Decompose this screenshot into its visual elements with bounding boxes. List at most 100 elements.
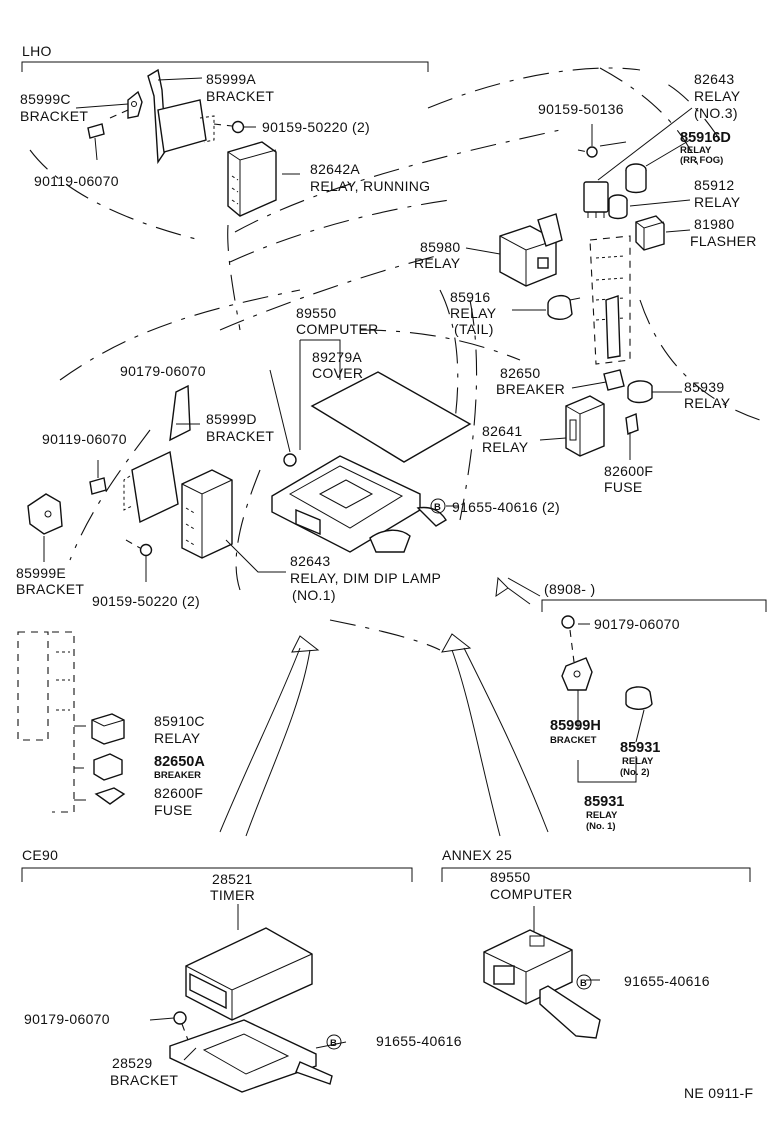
label-90179-bot: 90179-06070 bbox=[24, 1011, 110, 1027]
flow-arrows bbox=[219, 576, 549, 837]
bracket-85999e[interactable] bbox=[27, 493, 63, 535]
relay-85931-no2[interactable] bbox=[625, 686, 653, 710]
label-85999e-no: 85999E bbox=[16, 565, 66, 581]
label-28529-nm: BRACKET bbox=[110, 1072, 178, 1088]
label-85916-nm: RELAY bbox=[450, 305, 497, 321]
label-82643-no3-nm: RELAY bbox=[694, 88, 741, 104]
bolt-90159-mid[interactable] bbox=[125, 539, 153, 582]
label-90119-mid: 90119-06070 bbox=[42, 431, 127, 447]
relay-85910c[interactable] bbox=[91, 713, 125, 745]
label-89550-nm: COMPUTER bbox=[296, 321, 379, 337]
label-82600f-l-no: 82600F bbox=[154, 785, 203, 801]
flasher-81980[interactable] bbox=[635, 215, 665, 251]
label-85999e-nm: BRACKET bbox=[16, 581, 84, 597]
bracket-85999c[interactable] bbox=[109, 90, 143, 119]
label-85931-no1-no: 85931 bbox=[584, 794, 624, 810]
fuse-82600f-right[interactable] bbox=[625, 413, 639, 435]
label-85980-nm: RELAY bbox=[414, 255, 461, 271]
relay-82641[interactable] bbox=[565, 395, 605, 457]
relay-block-85980[interactable] bbox=[499, 213, 563, 287]
label-90159-mid: 90159-50220 (2) bbox=[92, 593, 200, 609]
label-89550b-no: 89550 bbox=[490, 869, 530, 885]
svg-text:B: B bbox=[580, 978, 587, 989]
instrument-panel-outline bbox=[29, 67, 761, 651]
label-82650a-no: 82650A bbox=[154, 754, 205, 770]
fuse-panel-right[interactable] bbox=[589, 235, 631, 365]
relay-85939[interactable] bbox=[627, 380, 653, 404]
svg-text:B: B bbox=[434, 502, 441, 513]
label-82650-no: 82650 bbox=[500, 365, 540, 381]
label-89550b-nm: COMPUTER bbox=[490, 886, 573, 902]
label-85999h-nm: BRACKET bbox=[550, 735, 597, 746]
label-89279a-nm: COVER bbox=[312, 365, 363, 381]
bracket-85999d[interactable] bbox=[123, 384, 191, 524]
label-89550-no: 89550 bbox=[296, 305, 336, 321]
relay-running-82642a[interactable] bbox=[227, 141, 277, 217]
label-85980-no: 85980 bbox=[420, 239, 460, 255]
annex-label: ANNEX 25 bbox=[442, 847, 512, 863]
label-82643-no3-sub: (NO.3) bbox=[694, 105, 738, 121]
label-82600f-nm: FUSE bbox=[604, 479, 643, 495]
relay-85912[interactable] bbox=[608, 194, 628, 220]
label-85939-no: 85939 bbox=[684, 379, 724, 395]
date-range-section: (8908- ) bbox=[541, 581, 767, 612]
label-28521-nm: TIMER bbox=[210, 887, 255, 903]
label-82642a-nm: RELAY, RUNNING bbox=[310, 178, 430, 194]
nut-90179-bot[interactable] bbox=[173, 1011, 189, 1041]
breaker-82650a[interactable] bbox=[93, 753, 123, 781]
diagram-code: NE 0911-F bbox=[684, 1085, 753, 1101]
ce90-section: CE90 bbox=[21, 847, 413, 882]
bolt-90119-mid[interactable] bbox=[89, 460, 107, 495]
leader-lines bbox=[43, 77, 693, 1061]
label-85931-no2-nm: RELAY bbox=[622, 756, 654, 767]
lho-label: LHO bbox=[22, 43, 52, 59]
fuse-82600f-left[interactable] bbox=[94, 787, 126, 805]
label-85912-no: 85912 bbox=[694, 177, 734, 193]
relay-85916d[interactable] bbox=[625, 163, 647, 194]
computer-89550[interactable] bbox=[271, 455, 447, 553]
bolt-90119-top[interactable] bbox=[87, 123, 105, 161]
relay-82643-no1[interactable] bbox=[181, 469, 233, 559]
label-85999a-no: 85999A bbox=[206, 71, 256, 87]
lho-section: LHO bbox=[21, 43, 429, 72]
label-81980-nm: FLASHER bbox=[690, 233, 757, 249]
bolt-90159-top[interactable] bbox=[213, 120, 256, 134]
label-91655-2: 91655-40616 (2) bbox=[452, 499, 560, 515]
bolt-mark-annex: B bbox=[576, 974, 592, 990]
nut-90179-right[interactable] bbox=[561, 615, 575, 663]
label-82600f-l-nm: FUSE bbox=[154, 802, 193, 818]
nut-90179-mid[interactable] bbox=[269, 369, 297, 467]
computer-89550-annex[interactable] bbox=[483, 929, 601, 1039]
label-85931-no2-no: 85931 bbox=[620, 740, 660, 756]
bracket-28529[interactable] bbox=[169, 1019, 333, 1093]
label-82643-no3-no: 82643 bbox=[694, 71, 734, 87]
label-89279a-no: 89279A bbox=[312, 349, 362, 365]
label-85999d-no: 85999D bbox=[206, 411, 257, 427]
screw-90159-50136[interactable] bbox=[577, 124, 598, 158]
label-85999c-no: 85999C bbox=[20, 91, 71, 107]
timer-28521[interactable] bbox=[185, 927, 313, 1021]
date-range-label: (8908- ) bbox=[544, 581, 595, 597]
left-fuse-panel[interactable] bbox=[17, 631, 75, 813]
cover-89279a[interactable] bbox=[310, 371, 472, 463]
label-85999a-nm: BRACKET bbox=[206, 88, 274, 104]
label-85916d-nm: RELAY bbox=[680, 145, 712, 156]
label-82641-nm: RELAY bbox=[482, 439, 529, 455]
label-85999c-nm: BRACKET bbox=[20, 108, 88, 124]
label-90119-top: 90119-06070 bbox=[34, 173, 119, 189]
label-91655-bot: 91655-40616 bbox=[376, 1033, 462, 1049]
bracket-85999h[interactable] bbox=[561, 657, 593, 691]
label-82643-no1-nm: RELAY, DIM DIP LAMP bbox=[290, 570, 441, 586]
bracket-85999a[interactable] bbox=[147, 68, 215, 165]
label-85931-no2-sub: (No. 2) bbox=[620, 767, 650, 778]
label-85939-nm: RELAY bbox=[684, 395, 731, 411]
breaker-82650[interactable] bbox=[603, 369, 625, 391]
label-85931-no1-sub: (No. 1) bbox=[586, 821, 616, 832]
label-82643-no1-sub: (NO.1) bbox=[292, 587, 336, 603]
relay-82643-no3[interactable] bbox=[583, 181, 609, 218]
labels: 85999C BRACKET 85999A BRACKET 90119-0607… bbox=[16, 71, 757, 1101]
relay-85916-tail[interactable] bbox=[547, 294, 581, 320]
label-82650a-nm: BREAKER bbox=[154, 770, 201, 781]
